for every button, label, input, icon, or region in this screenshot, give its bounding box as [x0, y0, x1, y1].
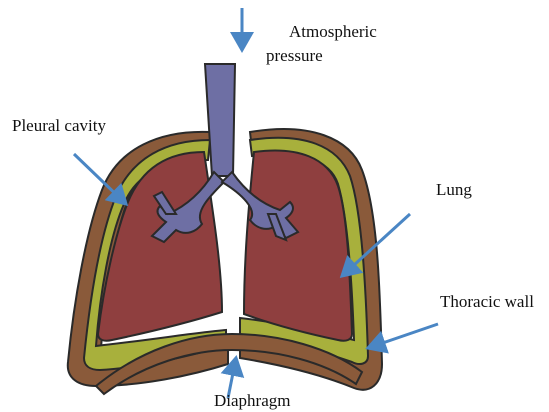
thoracic-wall-label: Thoracic wall — [440, 292, 534, 312]
atmospheric-pressure-label: Atmospheric — [289, 22, 377, 42]
trachea — [205, 64, 235, 176]
diaphragm-label: Diaphragm — [214, 391, 290, 411]
right-lung — [244, 150, 352, 340]
atmospheric-pressure-label-line2: pressure — [266, 46, 323, 66]
lung-label: Lung — [436, 180, 472, 200]
pleural-cavity-label: Pleural cavity — [12, 116, 106, 136]
